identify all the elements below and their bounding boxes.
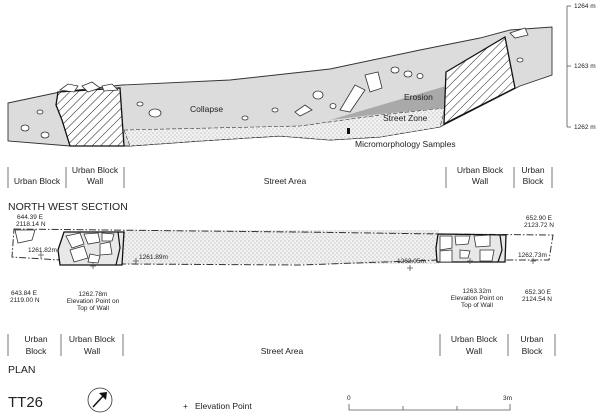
label-erosion: Erosion: [404, 92, 433, 102]
section-zone-street-area: Street Area: [264, 176, 307, 186]
elevation-1262-73: 1262.73m: [518, 252, 547, 259]
section-stones: [20, 27, 529, 139]
erosion-layer: [330, 86, 446, 120]
section-zone-labels: Urban Block Urban Block Wall Street Area…: [7, 165, 553, 188]
scale-label-1263: 1263 m: [574, 63, 596, 70]
wall-right-hatched: [443, 35, 516, 126]
elevation-1261-89: 1261.89m: [139, 254, 168, 261]
street-area-fill: [123, 230, 439, 264]
section-zone-wall-left-1: Urban Block: [72, 165, 119, 175]
section-zone-urban-block-left: Urban Block: [14, 176, 61, 186]
section-zone-wall-left-2: Wall: [87, 176, 103, 186]
coord-sw-e: 643.84 E: [11, 290, 38, 297]
wall-right-elevation-note-1: Elevation Point on: [451, 295, 504, 302]
plan-zone-wall-right-1: Urban Block: [451, 334, 498, 344]
plan-zone-labels: Urban Block Urban Block Wall Street Area…: [7, 334, 556, 356]
section-zone-urban-block-right-2: Block: [523, 176, 545, 186]
elevation-scale: 1264 m 1263 m 1262 m: [566, 3, 596, 131]
wall-left-hatched: [55, 87, 125, 147]
wall-right-plan: [435, 233, 507, 263]
wall-right-elevation-note-2: Top of Wall: [461, 302, 493, 309]
coord-sw-n: 2119.00 N: [10, 297, 40, 304]
wall-right-elevation: 1263.32m: [463, 288, 492, 295]
elevation-1261-82: 1261.82m: [28, 247, 57, 254]
label-micromorphology-samples: Micromorphology Samples: [355, 139, 456, 149]
scale-bar-end: 3m: [503, 395, 512, 402]
legend-elevation-symbol: +: [183, 401, 188, 411]
section-zone-urban-block-right-1: Urban: [521, 165, 544, 175]
scale-label-1264: 1264 m: [574, 3, 596, 10]
plan-zone-urban-block-right-1: Urban: [520, 334, 543, 344]
section-zone-wall-right-1: Urban Block: [457, 165, 504, 175]
street-zone-layer: [123, 107, 446, 147]
plan-zone-wall-left-1: Urban Block: [69, 334, 116, 344]
wall-left-elevation: 1262.78m: [79, 291, 108, 298]
elevation-1262-05: 1262.05m: [397, 258, 426, 265]
north-arrow-icon: [87, 387, 113, 413]
plan-zone-urban-block-right-2: Block: [522, 346, 544, 356]
plan-zone-wall-right-2: Wall: [466, 346, 482, 356]
plan-zone-urban-block-left-1: Urban: [24, 334, 47, 344]
coord-se-e: 652.30 E: [525, 289, 552, 296]
coord-ne-n: 2123.72 N: [524, 222, 554, 229]
elevation-points: [38, 252, 536, 271]
plan-zone-urban-block-left-2: Block: [26, 346, 48, 356]
north-west-section-profile: Collapse Erosion Street Zone Micromorpho…: [7, 26, 553, 149]
wall-left-plan: [57, 231, 125, 266]
plan-zone-wall-left-2: Wall: [84, 346, 100, 356]
scale-bar-start: 0: [347, 395, 351, 402]
plan-zone-street-area: Street Area: [261, 346, 304, 356]
coord-ne-e: 652.90 E: [526, 215, 553, 222]
section-title: NORTH WEST SECTION: [8, 201, 128, 213]
plan-title: PLAN: [8, 364, 35, 376]
wall-left-elevation-note-1: Elevation Point on: [67, 298, 120, 305]
scale-bar: 0 3m: [347, 395, 512, 411]
micromorphology-sample-marker: [347, 128, 350, 134]
coord-nw-n: 2118.14 N: [16, 221, 46, 228]
coord-nw-e: 644.39 E: [17, 214, 44, 221]
scale-label-1262: 1262 m: [574, 124, 596, 131]
label-street-zone: Street Zone: [383, 113, 428, 123]
plan-drawing: 644.39 E 2118.14 N 643.84 E 2119.00 N 65…: [10, 214, 554, 312]
label-collapse: Collapse: [190, 104, 223, 114]
wall-left-elevation-note-2: Top of Wall: [77, 305, 109, 312]
section-zone-wall-right-2: Wall: [472, 176, 488, 186]
legend-elevation-point: Elevation Point: [195, 401, 252, 411]
site-code: TT26: [8, 394, 43, 411]
coord-se-n: 2124.54 N: [522, 296, 552, 303]
